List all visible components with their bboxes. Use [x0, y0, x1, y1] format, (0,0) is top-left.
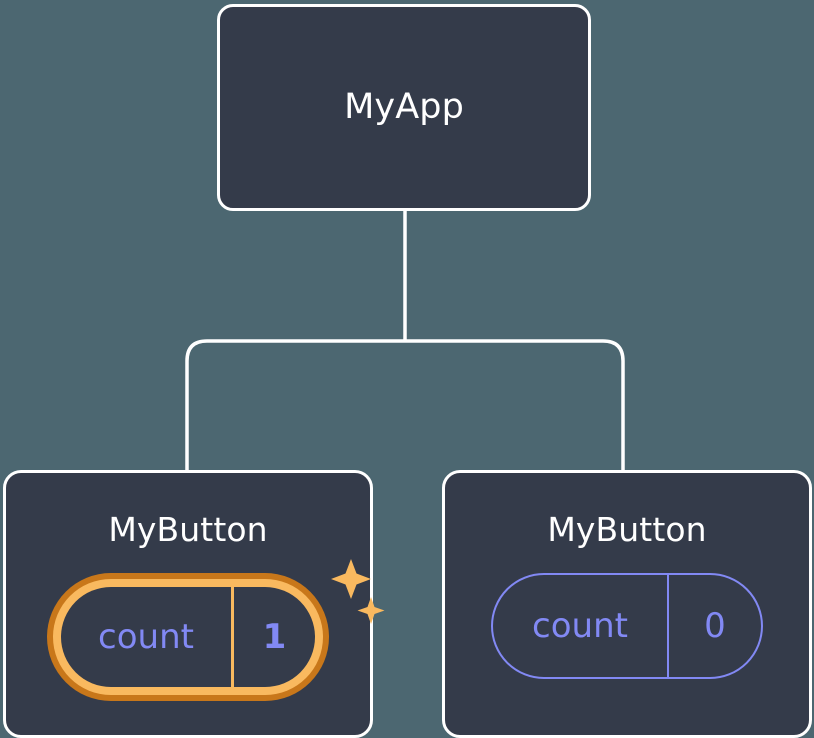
state-key-cell-left: count: [61, 587, 231, 687]
state-pill-right-wrap: count 0: [491, 573, 763, 679]
node-mybutton-right[interactable]: MyButton count 0: [442, 470, 812, 738]
node-mybutton-left-title: MyButton: [108, 510, 268, 549]
connector-children-bus: [185, 339, 625, 470]
node-myapp-title: MyApp: [344, 87, 464, 127]
state-key-label-left: count: [98, 617, 194, 657]
state-pill-left[interactable]: count 1: [47, 573, 329, 701]
state-pill-left-core: count 1: [61, 587, 315, 687]
state-value-label-left: 1: [262, 617, 287, 657]
state-value-cell-left: 1: [231, 587, 315, 687]
state-pill-right[interactable]: count 0: [491, 573, 763, 679]
state-value-label-right: 0: [704, 606, 726, 646]
state-value-cell-right: 0: [667, 575, 761, 677]
state-pill-left-ring: count 1: [53, 579, 323, 695]
state-key-label-right: count: [532, 606, 628, 646]
node-mybutton-left[interactable]: MyButton count 1: [3, 470, 385, 738]
node-myapp[interactable]: MyApp: [217, 4, 591, 211]
state-pill-left-wrap: count 1: [47, 559, 385, 701]
sparkles-icon: [331, 559, 385, 624]
node-mybutton-right-title: MyButton: [547, 510, 707, 549]
state-key-cell-right: count: [493, 575, 667, 677]
